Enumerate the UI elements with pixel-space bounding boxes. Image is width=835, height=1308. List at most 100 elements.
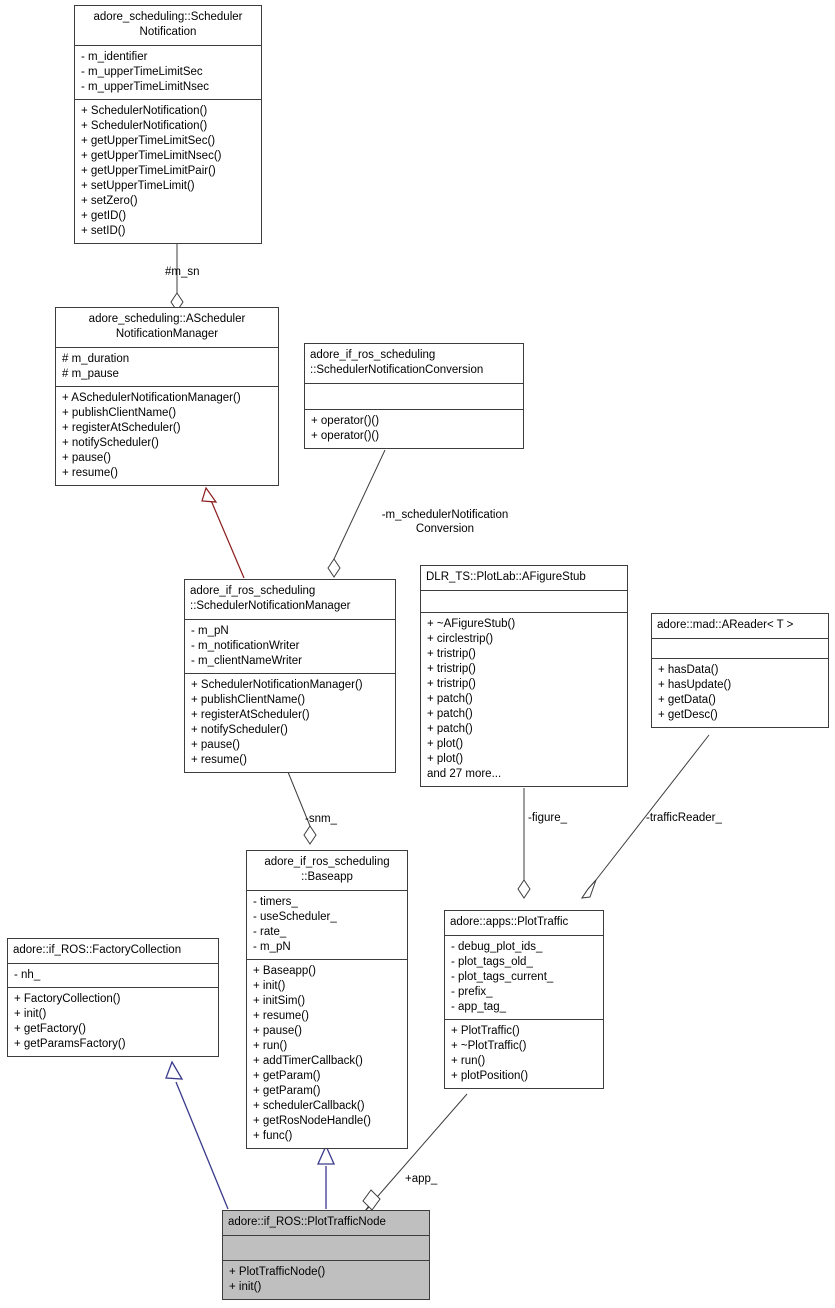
class-operations: + hasData() + hasUpdate() + getData() + … [652,659,828,727]
class-attributes [421,591,627,613]
attribute-row: - m_clientNameWriter [191,655,302,667]
operation-row: + getDesc() [658,709,718,721]
class-attributes [305,384,523,410]
attribute-row: - rate_ [253,926,287,938]
operation-row: + Baseapp() [253,965,316,977]
operation-row: + init() [253,980,286,992]
attribute-row: - m_pN [191,625,229,637]
operation-row: + registerAtScheduler() [62,422,181,434]
attribute-row: # m_duration [62,353,130,365]
class-operations: + SchedulerNotification() + SchedulerNot… [75,100,261,243]
edge-label-m-sn: #m_sn [165,266,200,278]
operation-row: + addTimerCallback() [253,1055,363,1067]
operation-row: + tristrip() [427,648,476,660]
operation-row: + SchedulerNotification() [81,120,208,132]
class-node-plot-traffic[interactable]: adore::apps::PlotTraffic - debug_plot_id… [444,910,604,1089]
operation-row: + getRosNodeHandle() [253,1115,371,1127]
operation-row: + publishClientName() [191,694,306,706]
operation-row: + notifyScheduler() [62,437,159,449]
operation-row: + setID() [81,225,126,237]
operation-row: + FactoryCollection() [14,993,121,1005]
attribute-row: - nh_ [14,969,41,981]
operation-row: + hasData() [658,664,719,676]
class-attributes: - debug_plot_ids_ - plot_tags_old_ - plo… [445,936,603,1020]
operation-row: + getFactory() [14,1023,86,1035]
edge-figure [517,788,531,899]
operation-row: + ASchedulerNotificationManager() [62,392,241,404]
class-attributes: # m_duration # m_pause [56,348,278,387]
class-node-scheduler-notification-manager[interactable]: adore_if_ros_scheduling ::SchedulerNotif… [184,579,396,773]
operation-row: + func() [253,1130,293,1142]
attribute-row: - plot_tags_old_ [451,956,533,968]
attribute-row: - debug_plot_ids_ [451,941,543,953]
operation-row: and 27 more... [427,768,502,780]
attribute-row: - m_notificationWriter [191,640,300,652]
operation-row: + pause() [191,739,240,751]
class-node-areader[interactable]: adore::mad::AReader< T > + hasData() + h… [651,613,829,728]
operation-row: + PlotTrafficNode() [229,1266,326,1278]
edge-label-app: +app_ [405,1173,438,1185]
edge-inherit-baseapp [316,1144,336,1209]
edge-inherit-scheduler-notification-manager [201,486,245,579]
operation-row: + setUpperTimeLimit() [81,180,195,192]
operation-row: + getParam() [253,1070,321,1082]
class-node-ascheduler-notification-manager[interactable]: adore_scheduling::AScheduler Notificatio… [55,307,279,486]
operation-row: + pause() [62,452,111,464]
operation-row: + operator()() [311,415,380,427]
attribute-row: - plot_tags_current_ [451,971,554,983]
operation-row: + schedulerCallback() [253,1100,365,1112]
operation-row: + resume() [253,1010,309,1022]
class-title: adore_scheduling::AScheduler Notificatio… [56,308,278,348]
operation-row: + plot() [427,738,464,750]
class-title: adore_scheduling::Scheduler Notification [75,6,261,46]
operation-row: + getParam() [253,1085,321,1097]
attribute-row: - m_upperTimeLimitSec [81,66,203,78]
attribute-row: - m_identifier [81,51,148,63]
class-operations: + ~AFigureStub() + circlestrip() + trist… [421,613,627,786]
class-node-baseapp[interactable]: adore_if_ros_scheduling ::Baseapp - time… [246,850,408,1149]
class-node-plot-traffic-node[interactable]: adore::if_ROS::PlotTrafficNode + PlotTra… [222,1210,430,1300]
class-node-factory-collection[interactable]: adore::if_ROS::FactoryCollection - nh_ +… [7,938,219,1057]
operation-row: + SchedulerNotificationManager() [191,679,363,691]
operation-row: + patch() [427,708,473,720]
edge-label-snm: -snm_ [305,813,337,825]
class-operations: + ASchedulerNotificationManager() + publ… [56,387,278,485]
class-operations: + PlotTrafficNode() + init() [223,1261,429,1299]
operation-row: + getData() [658,694,716,706]
attribute-row: - timers_ [253,896,298,908]
class-operations: + Baseapp() + init() + initSim() + resum… [247,960,407,1148]
class-node-afigure-stub[interactable]: DLR_TS::PlotLab::AFigureStub + ~AFigureS… [420,565,628,787]
operation-row: + run() [253,1040,288,1052]
operation-row: + registerAtScheduler() [191,709,310,721]
class-operations: + FactoryCollection() + init() + getFact… [8,988,218,1056]
operation-row: + PlotTraffic() [451,1025,520,1037]
operation-row: + initSim() [253,995,306,1007]
attribute-row: - app_tag_ [451,1001,506,1013]
operation-row: + resume() [191,754,247,766]
class-node-scheduler-notification-conversion[interactable]: adore_if_ros_scheduling ::SchedulerNotif… [304,343,524,449]
operation-row: + init() [229,1281,262,1293]
operation-row: + operator()() [311,430,380,442]
operation-row: + setZero() [81,195,138,207]
class-title: DLR_TS::PlotLab::AFigureStub [421,566,627,591]
operation-row: + getUpperTimeLimitNsec() [81,150,222,162]
edge-inherit-factory-collection [165,1060,229,1210]
operation-row: + pause() [253,1025,302,1037]
class-title: adore::if_ROS::PlotTrafficNode [223,1211,429,1236]
operation-row: + getUpperTimeLimitSec() [81,135,216,147]
attribute-row: - prefix_ [451,986,493,998]
edge-label-m-scheduler-notification-conversion: -m_schedulerNotification Conversion [381,509,509,535]
operation-row: + plot() [427,753,464,765]
operation-row: + SchedulerNotification() [81,105,208,117]
class-title: adore_if_ros_scheduling ::Baseapp [247,851,407,891]
class-node-scheduler-notification[interactable]: adore_scheduling::Scheduler Notification… [74,5,262,244]
operation-row: + run() [451,1055,486,1067]
class-attributes: - nh_ [8,964,218,988]
edge-label-traffic-reader: -trafficReader_ [646,812,722,824]
operation-row: + init() [14,1008,47,1020]
edge-label-figure: -figure_ [528,812,567,824]
operation-row: + patch() [427,723,473,735]
class-attributes: - m_identifier - m_upperTimeLimitSec - m… [75,46,261,100]
class-attributes [652,639,828,659]
